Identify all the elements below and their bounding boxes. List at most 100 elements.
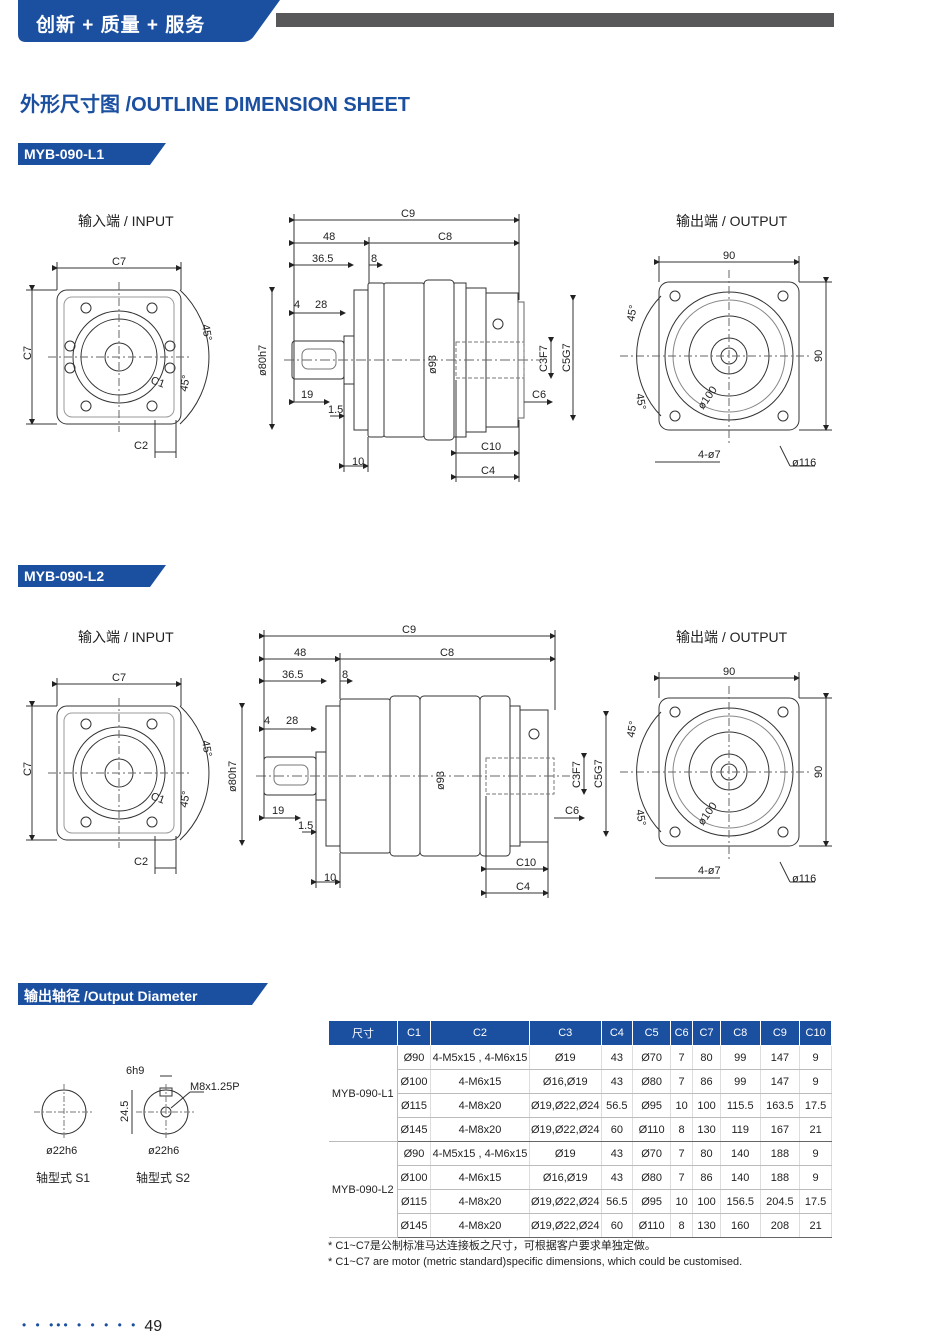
angle-45-a: 45° — [199, 739, 214, 757]
table-cell: Ø19,Ø22,Ø24 — [529, 1213, 602, 1238]
table-cell: 140 — [720, 1141, 761, 1166]
col-header: C4 — [600, 1020, 634, 1046]
dim-28: 28 — [286, 715, 298, 727]
dim-d116: ø116 — [792, 873, 816, 885]
output-flange-view — [620, 256, 832, 467]
table-cell: 208 — [760, 1213, 801, 1238]
dim-4: 4 — [294, 299, 300, 311]
table-cell: 7 — [670, 1069, 694, 1094]
table-cell: 17.5 — [799, 1189, 832, 1214]
angle-45-c: 45° — [625, 720, 640, 738]
table-cell: Ø16,Ø19 — [529, 1165, 602, 1190]
shaft-s2 — [131, 1075, 204, 1140]
table-cell: 9 — [799, 1165, 832, 1190]
dim-d80: ø80h7 — [227, 761, 239, 792]
dim-d93: ø93 — [435, 771, 447, 790]
input-label: 输入端 / INPUT — [78, 629, 174, 645]
table-model-cell: MYB-090-L1 — [328, 1045, 398, 1142]
table-cell: Ø80 — [632, 1069, 672, 1094]
dim-c8: C8 — [438, 231, 452, 243]
model-tag-l1-bg — [18, 143, 166, 165]
table-cell: Ø115 — [397, 1093, 431, 1118]
side-view — [269, 214, 576, 482]
table-cell: 4-M8x20 — [430, 1189, 530, 1214]
dim-c5: C5G7 — [561, 343, 573, 372]
table-cell: 100 — [692, 1093, 721, 1118]
page-title: 外形尺寸图 /OUTLINE DIMENSION SHEET — [20, 94, 411, 116]
table-cell: 60 — [601, 1117, 634, 1142]
output-diameter-tag: 输出轴径 /Output Diameter — [24, 988, 198, 1004]
output-flange-view — [620, 672, 832, 883]
col-header: C9 — [759, 1020, 801, 1046]
table-cell: Ø110 — [632, 1117, 672, 1142]
table-cell: 147 — [760, 1045, 801, 1070]
angle-45-b: 45° — [178, 374, 193, 392]
table-cell: 7 — [670, 1141, 694, 1166]
table-cell: 4-M5x15 , 4-M6x15 — [430, 1141, 530, 1166]
spec-table-header: 尺寸 C1 C2 C3 C4 C5 C6 C7 C8 C9 C10 — [328, 1020, 832, 1046]
dim-10: 10 — [352, 456, 364, 468]
dim-4: 4 — [264, 715, 270, 727]
table-cell: Ø19,Ø22,Ø24 — [529, 1093, 602, 1118]
table-cell: Ø19 — [529, 1045, 602, 1070]
table-cell: 4-M6x15 — [430, 1069, 530, 1094]
note-en: * C1~C7 are motor (metric standard)speci… — [328, 1256, 743, 1268]
dim-c7-v: C7 — [22, 346, 34, 360]
table-cell: 99 — [720, 1069, 761, 1094]
dim-1-5: 1.5 — [328, 404, 343, 416]
table-cell: Ø95 — [632, 1093, 672, 1118]
table-cell: 99 — [720, 1045, 761, 1070]
dim-36-5: 36.5 — [312, 253, 333, 265]
table-cell: Ø70 — [632, 1045, 672, 1070]
table-cell: 80 — [692, 1045, 721, 1070]
table-cell: 60 — [601, 1213, 634, 1238]
table-cell: 119 — [720, 1117, 761, 1142]
table-cell: 7 — [670, 1165, 694, 1190]
input-flange-view — [26, 262, 210, 458]
table-cell: 100 — [692, 1189, 721, 1214]
dim-c8: C8 — [440, 647, 454, 659]
page-number: 49 — [144, 1318, 163, 1335]
col-header: C8 — [719, 1020, 761, 1046]
dim-c3: C3F7 — [571, 761, 583, 788]
dim-c6: C6 — [532, 389, 546, 401]
col-header: C3 — [529, 1020, 602, 1046]
dim-90-v: 90 — [813, 766, 825, 778]
table-cell: 56.5 — [601, 1093, 634, 1118]
dim-c4: C4 — [481, 465, 495, 477]
table-cell: 9 — [799, 1045, 832, 1070]
s1-diameter: ø22h6 — [46, 1145, 77, 1157]
table-cell: 130 — [692, 1117, 721, 1142]
table-cell: Ø19 — [529, 1141, 602, 1166]
dim-c6: C6 — [565, 805, 579, 817]
dim-c10: C10 — [481, 441, 501, 453]
dim-19: 19 — [301, 389, 313, 401]
table-cell: 188 — [760, 1141, 801, 1166]
dim-c9: C9 — [402, 624, 416, 636]
footer: • • ••• • • • • •49 — [22, 1318, 162, 1336]
table-cell: 8 — [670, 1213, 694, 1238]
table-cell: 130 — [692, 1213, 721, 1238]
dim-d100: ø100 — [696, 384, 720, 411]
table-cell: 4-M8x20 — [430, 1213, 530, 1238]
dim-c10: C10 — [516, 857, 536, 869]
dim-d80: ø80h7 — [257, 345, 269, 376]
drawing-l2: 输入端 / INPUT 输出端 / OUTPUT C7 C7 C1 C2 45°… — [22, 624, 832, 898]
col-header: C1 — [397, 1020, 431, 1046]
col-header: C7 — [692, 1020, 721, 1046]
dim-90-h: 90 — [723, 250, 735, 262]
dim-holes: 4-ø7 — [698, 449, 721, 461]
dim-c2: C2 — [134, 856, 148, 868]
table-cell: 4-M6x15 — [430, 1165, 530, 1190]
dim-19: 19 — [272, 805, 284, 817]
table-cell: 204.5 — [760, 1189, 801, 1214]
table-cell: 43 — [601, 1069, 634, 1094]
notes: * C1~C7是公制标准马达连接板之尺寸，可根据客户要求单独定做。 * C1~C… — [328, 1238, 742, 1270]
table-cell: 4-M8x20 — [430, 1117, 530, 1142]
dim-c4: C4 — [516, 881, 530, 893]
output-diameter-tag-bg — [18, 983, 268, 1005]
table-cell: Ø90 — [397, 1141, 431, 1166]
